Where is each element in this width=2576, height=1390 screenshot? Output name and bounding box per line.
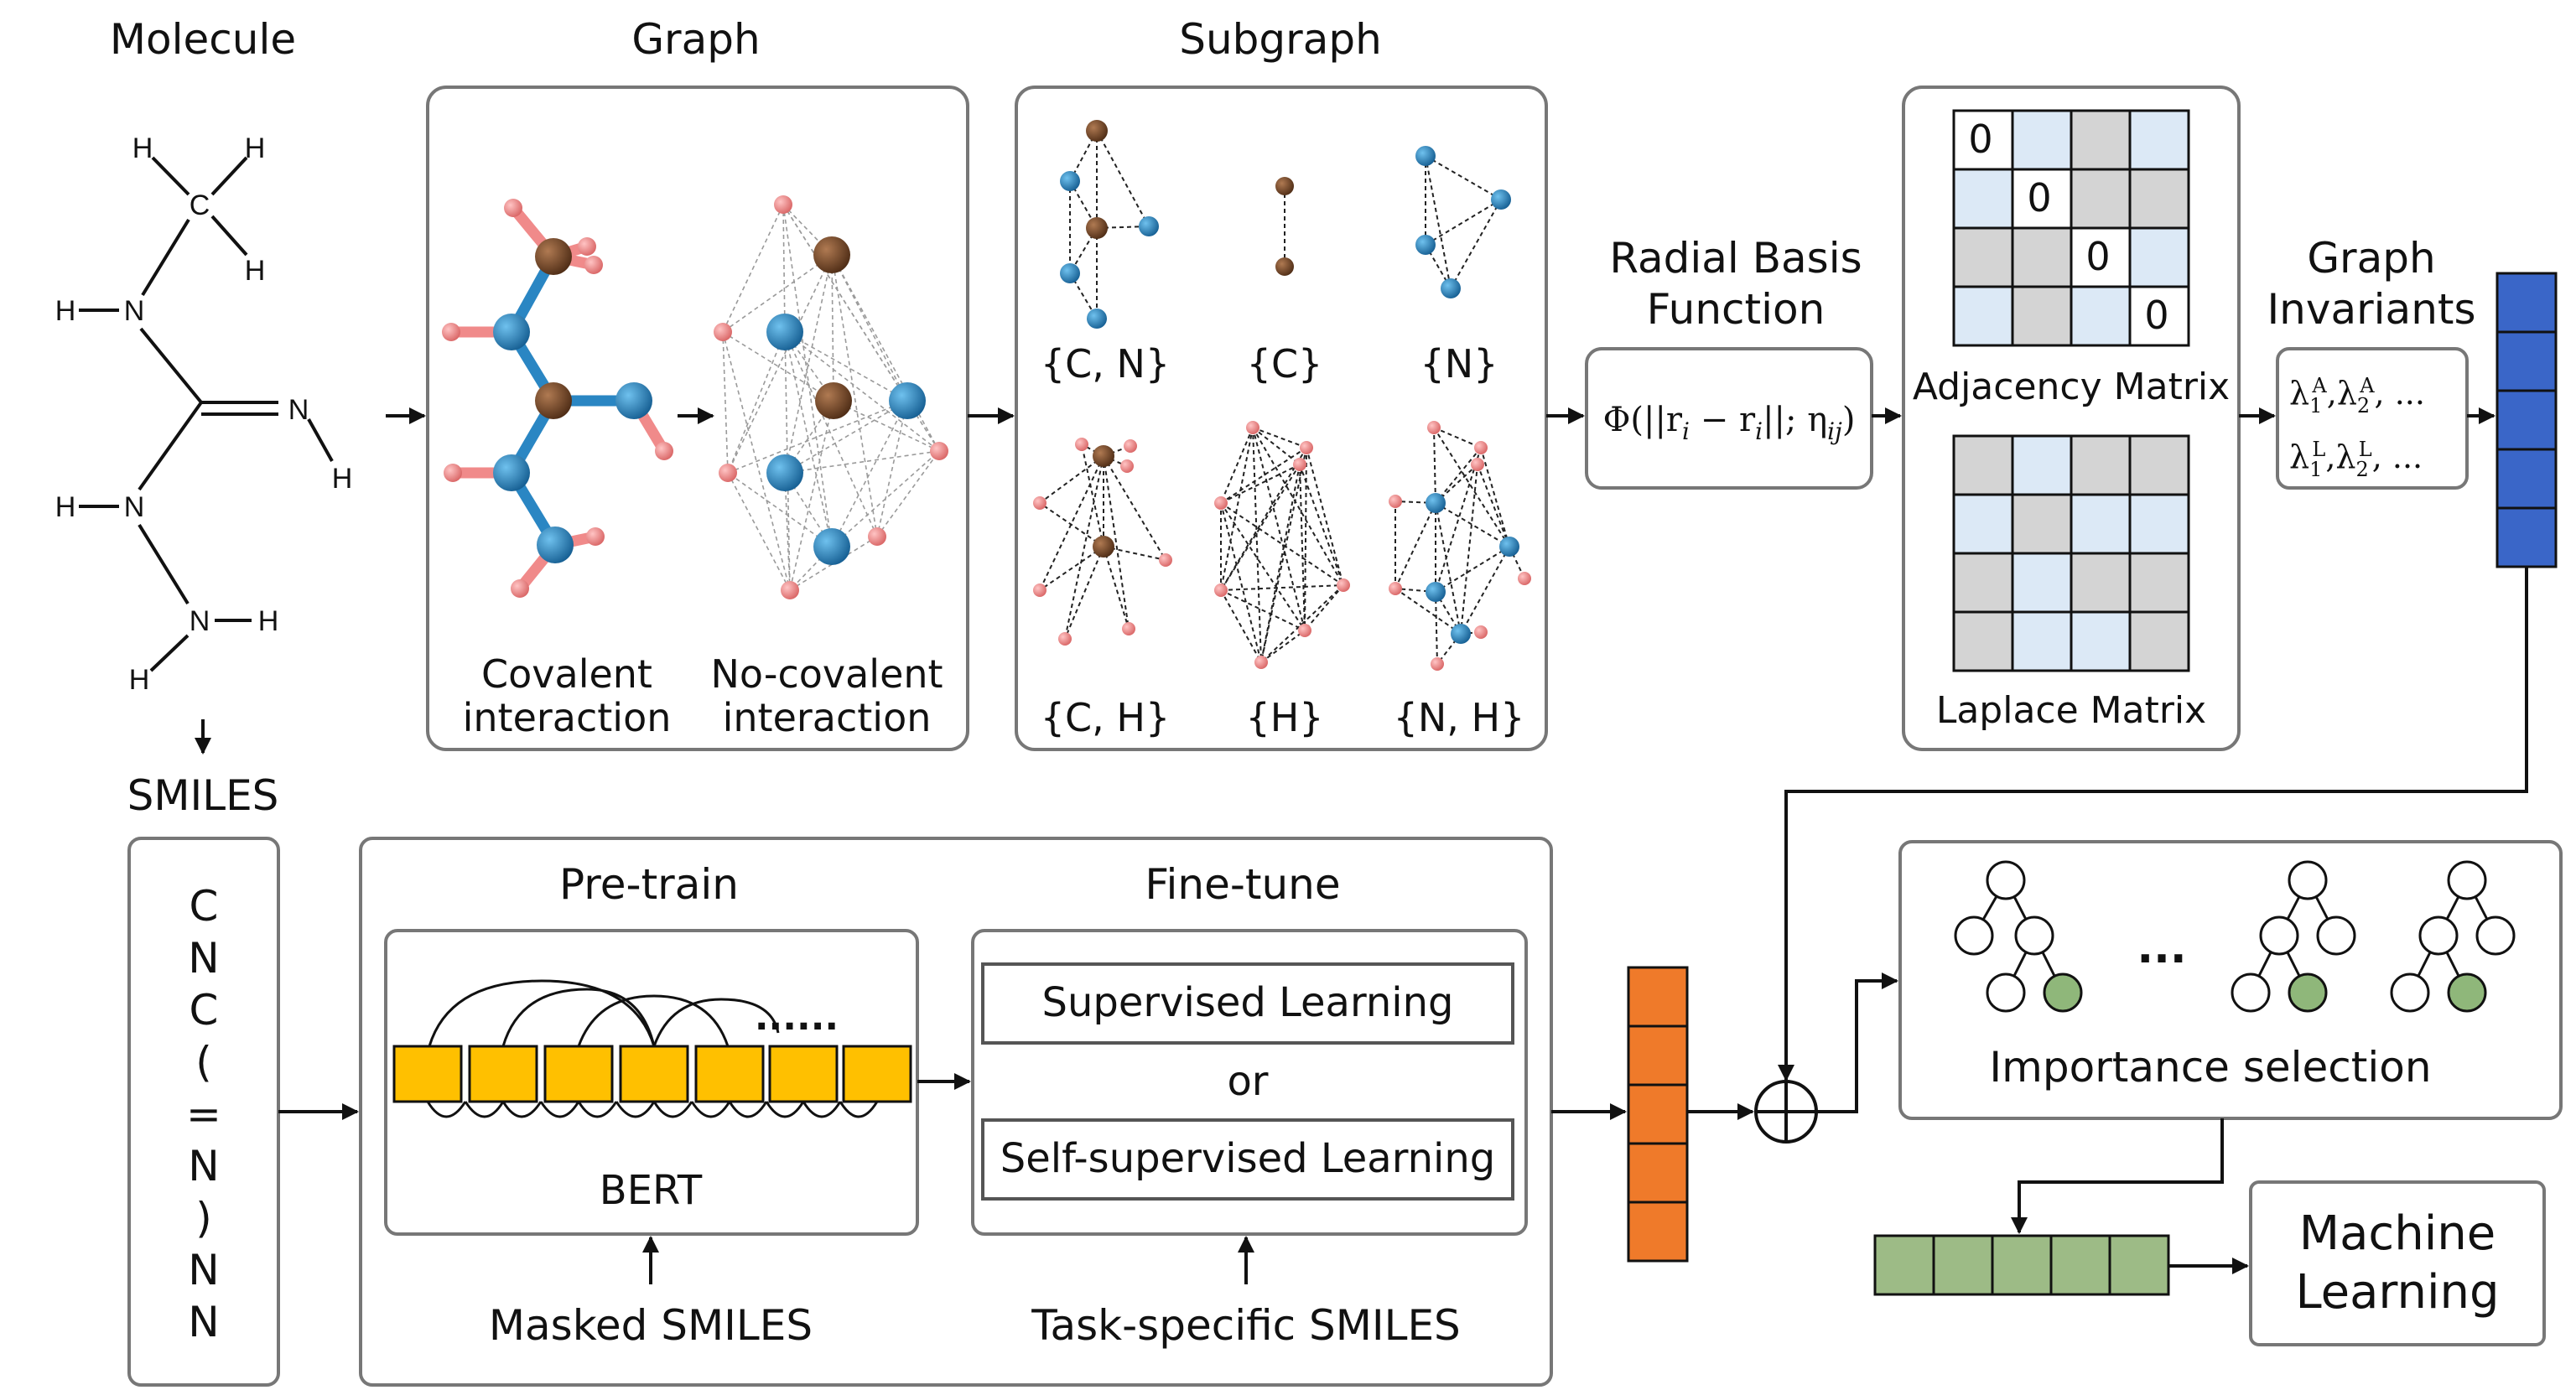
atom-h-n4-bottom: H [129,664,150,696]
atom-h-top-left: H [132,132,153,164]
self-supervised-learning-box [981,1118,1514,1201]
smiles-title: SMILES [127,771,279,820]
adjacency-diag-3: 0 [2144,293,2168,338]
token-arcs-bottom [426,1101,879,1118]
machine-learning-line2: Learning [2295,1265,2499,1320]
invariants-row-laplace: λ1L,λ2L, ... [2289,438,2423,481]
smiles-feature-vector [1627,966,1689,1263]
graph-box [426,86,969,751]
supervised-learning-label: Supervised Learning [1041,979,1453,1026]
decision-tree-1 [1954,860,2083,1013]
atom-n3: N [124,491,145,523]
smiles-char-5: N [188,1142,219,1190]
arrow-sum-to-importance [1816,972,1898,1113]
molecule-atom-labels: H H C H H N N H H N N H H [55,132,353,696]
smiles-char-8: N [188,1298,219,1346]
covalent-molecule-3d [442,199,673,598]
graph-invariants-title-line1: Graph [2307,234,2435,283]
molecule-structure [79,156,334,672]
importance-selection-box [1898,840,2563,1120]
finetune-title: Fine-tune [1145,860,1340,909]
connector-blue-vector-to-sum [1778,567,2528,1081]
subgraph-c-n [1060,120,1159,329]
atom-h-n1: H [55,295,76,327]
arrow-importance-to-green-vector [2011,1118,2224,1234]
rbf-formula: Φ(||ri − ri||; ηij) [1603,401,1856,445]
atom-n1: N [124,295,145,327]
covalent-caption-line2: interaction [463,695,672,740]
graph-invariants-title-line2: Invariants [2267,285,2475,334]
rbf-title-line1: Radial Basis [1609,234,1862,283]
bert-label: BERT [600,1167,703,1214]
subgraph-n-h [1389,421,1531,671]
subgraph-label-h: {H} [1245,695,1323,740]
smiles-char-7: N [188,1246,219,1294]
smiles-char-4: = [186,1090,221,1138]
atom-n4: N [190,605,210,637]
importance-selection-label: Importance selection [1989,1043,2431,1092]
graph-title: Graph [631,15,760,64]
smiles-char-0: C [190,882,219,931]
invariants-box [2276,347,2469,490]
smiles-char-3: ( [195,1038,212,1087]
laplace-matrix-label: Laplace Matrix [1936,689,2206,732]
atom-n-imine: N [288,394,309,426]
machine-learning-box [2249,1180,2546,1346]
subgraph-label-c-n: {C, N} [1041,341,1170,386]
rbf-title-line2: Function [1647,285,1826,334]
adjacency-diag-0: 0 [1968,117,1992,162]
subgraph-h [1214,421,1350,669]
subgraph-box [1015,86,1548,751]
atom-h-top-right: H [245,132,266,164]
noncovalent-caption-line1: No-covalent [710,651,943,697]
atom-h-methyl-bottom: H [245,255,266,287]
task-specific-smiles-label: Task-specific SMILES [1031,1301,1461,1350]
supervised-learning-box [981,962,1514,1045]
subgraph-label-c-h: {C, H} [1041,695,1171,740]
adjacency-diag-2: 0 [2085,234,2110,279]
smiles-char-1: N [188,934,219,983]
machine-learning-line1: Machine [2299,1206,2496,1261]
token-sequence [392,1045,912,1103]
adjacency-diag-1: 0 [2027,175,2051,220]
noncovalent-caption-line2: interaction [723,695,932,740]
atom-c-methyl: C [190,189,210,221]
subgraph-title: Subgraph [1179,15,1382,64]
smiles-char-6: ) [195,1194,212,1242]
atom-h-n3: H [55,491,76,523]
decision-tree-2 [2231,860,2356,1013]
token-ellipsis: ...... [755,996,839,1039]
pretrain-title: Pre-train [559,860,739,909]
invariants-row-adjacency: λ1A,λ2A, ... [2289,374,2425,418]
noncovalent-atoms [714,195,948,599]
adjacency-matrix-label: Adjacency Matrix [1913,366,2230,408]
covalent-caption-line1: Covalent [481,651,652,697]
subgraph-n [1415,146,1511,298]
decision-tree-3 [2390,860,2516,1013]
token-arcs-top [428,979,780,1047]
subgraph-c [1275,177,1294,276]
laplace-matrix-grid [1952,434,2190,672]
subgraph-label-c: {C} [1247,341,1323,386]
atom-h-imine: H [332,463,353,495]
subgraph-c-h [1033,438,1172,646]
sum-node [1754,1080,1818,1144]
masked-smiles-label: Masked SMILES [489,1301,813,1350]
or-label: or [1227,1058,1268,1105]
self-supervised-learning-label: Self-supervised Learning [1000,1135,1495,1182]
adjacency-matrix-grid [1952,109,2190,347]
atom-h-n4-right: H [258,605,279,637]
subgraph-label-n-h: {N, H} [1394,695,1525,740]
molecule-title: Molecule [110,15,296,64]
tree-ellipsis: ... [2137,923,2186,973]
graph-feature-vector [2496,272,2558,568]
smiles-char-2: C [190,986,219,1035]
rbf-box [1585,347,1873,490]
subgraph-label-n: {N} [1420,341,1498,386]
selected-feature-vector [1873,1234,2170,1296]
